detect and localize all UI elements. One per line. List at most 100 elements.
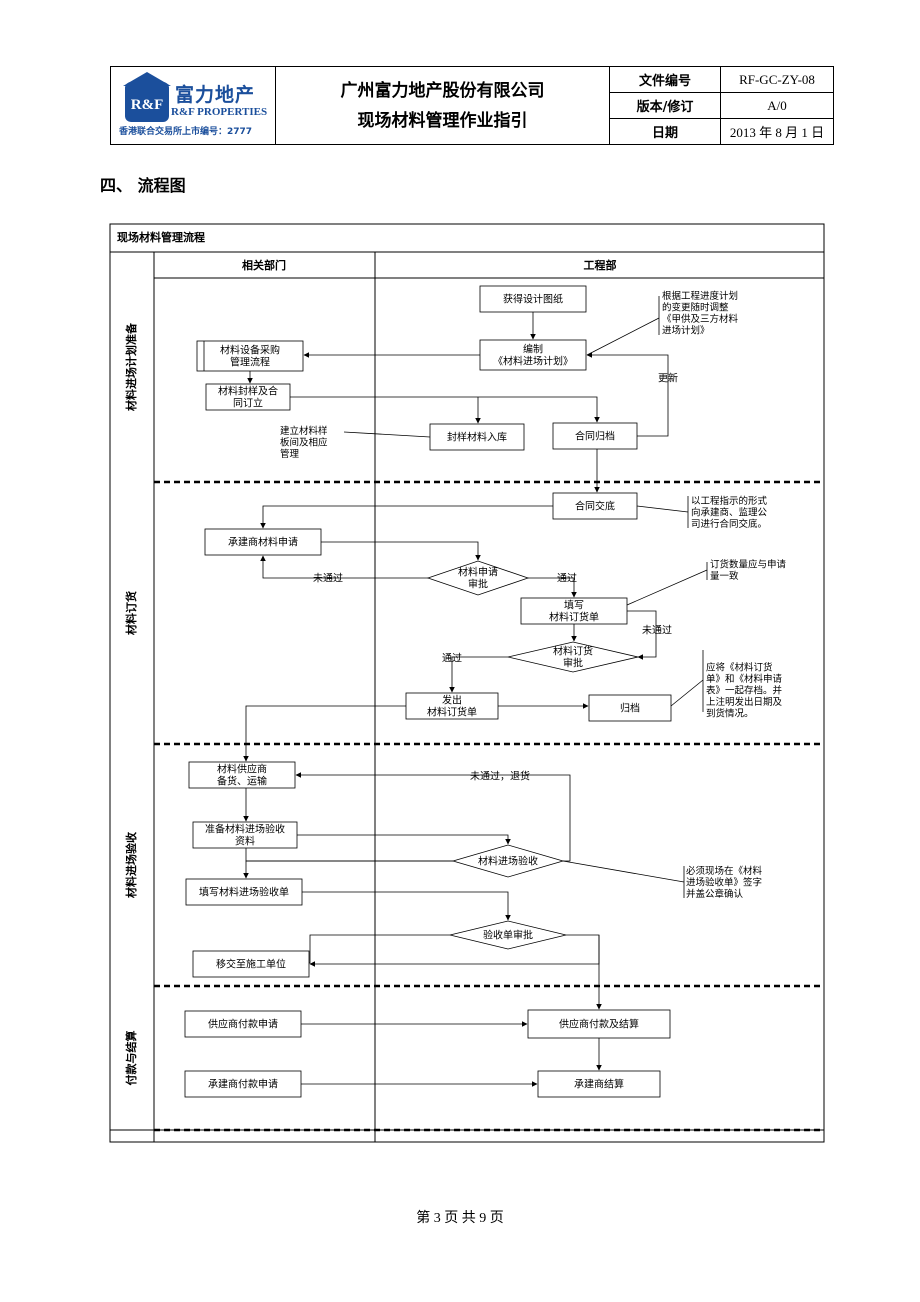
page-footer: 第 3 页 共 9 页 <box>416 1211 504 1226</box>
process-box-label: 供应商付款及结算 <box>559 1018 639 1031</box>
edge-label: 未通过 <box>642 624 672 637</box>
connector-arrow <box>243 705 406 762</box>
logo-company-cn: 富力地产 <box>175 83 256 106</box>
process-box-label: 归档 <box>620 702 640 715</box>
process-box <box>552 422 638 450</box>
note-leader <box>343 431 431 438</box>
meta-label-date: 日期 <box>609 118 721 145</box>
connector-arrow <box>260 555 428 579</box>
process-box-label: 填写材料订货单 <box>549 599 599 624</box>
lane-label: 材料进场验收 <box>124 832 138 898</box>
process-box-label: 发出材料订货单 <box>427 694 477 719</box>
decision-label: 材料订货审批 <box>553 645 593 670</box>
process-box <box>205 383 291 411</box>
process-box-label: 材料供应商备货、运输 <box>217 763 267 788</box>
process-box-label: 承建商付款申请 <box>208 1078 278 1091</box>
document-header: R&F 富力地产 R&F PROPERTIES 香港联合交易所上市编号：2777… <box>110 66 834 145</box>
flowchart-title: 现场材料管理流程 <box>117 230 205 244</box>
annotation-note: 建立材料样板间及相应管理 <box>280 425 328 460</box>
process-box <box>429 423 525 451</box>
decision-label: 验收单审批 <box>483 929 533 942</box>
lane-label: 材料进场计划准备 <box>124 322 138 411</box>
flowchart-frame <box>109 223 825 1143</box>
meta-label-doc-no: 文件编号 <box>609 66 721 93</box>
process-box <box>527 1009 671 1039</box>
process-box <box>188 761 296 789</box>
column-header-related-dept: 相关部门 <box>242 258 286 272</box>
title-company: 广州富力地产股份有限公司 <box>340 80 545 101</box>
logo-stock-code: 香港联合交易所上市编号：2777 <box>119 126 253 137</box>
decision-label: 材料申请审批 <box>458 566 498 591</box>
column-header-engineering: 工程部 <box>584 258 617 272</box>
annotation-note: 根据工程进度计划的变更随时调整《甲供及三方材料进场计划》 <box>662 290 739 337</box>
title-document: 现场材料管理作业指引 <box>357 110 528 131</box>
process-box-label: 材料设备采购管理流程 <box>220 344 280 369</box>
logo-mark: R&F <box>131 97 164 113</box>
section-title: 四、 流程图 <box>100 176 186 195</box>
lane-label: 付款与结算 <box>124 1031 138 1086</box>
annotation-note: 订货数量应与申请量一致 <box>710 559 787 583</box>
process-box-label: 承建商材料申请 <box>228 536 298 549</box>
process-box-label: 移交至施工单位 <box>216 958 286 971</box>
process-box <box>520 597 628 625</box>
process-box <box>184 1010 302 1038</box>
logo-company-en: R&F PROPERTIES <box>171 105 268 118</box>
process-box <box>184 1070 302 1098</box>
note-leader <box>636 505 689 513</box>
edge-label: 通过 <box>442 652 462 665</box>
connector-arrow <box>309 934 450 964</box>
edge-label: 通过 <box>557 572 577 585</box>
connector-arrow <box>309 935 600 967</box>
connector-arrow <box>449 656 508 693</box>
process-box <box>192 821 298 849</box>
connector-arrow <box>302 891 511 921</box>
process-box <box>204 528 322 556</box>
connector-arrow <box>297 834 511 845</box>
process-box-label: 承建商结算 <box>574 1078 624 1091</box>
connector-arrow <box>321 541 481 561</box>
process-box <box>588 694 672 722</box>
connector-arrow <box>566 934 602 1010</box>
connector-arrow <box>528 577 577 598</box>
edge-label: 未通过，退货 <box>470 770 530 783</box>
annotation-note: 应将《材料订货单》和《材料申请表》一起存档。并上注明发出日期及到货情况。 <box>706 661 783 719</box>
meta-value-doc-no: RF-GC-ZY-08 <box>720 66 834 93</box>
connector-arrow <box>627 610 657 660</box>
process-box-label: 合同交底 <box>575 500 615 513</box>
process-box <box>192 950 310 978</box>
logo-cell: R&F 富力地产 R&F PROPERTIES 香港联合交易所上市编号：2777 <box>110 66 276 145</box>
annotation-note: 必须现场在《材料进场验收单》签字并盖公章确认 <box>686 865 763 900</box>
process-box <box>537 1070 661 1098</box>
rf-logo-icon: R&F <box>123 71 171 122</box>
document-title: 广州富力地产股份有限公司 现场材料管理作业指引 <box>275 66 610 145</box>
process-box-label: 合同归档 <box>575 430 615 443</box>
process-box <box>479 285 587 313</box>
note-leader <box>562 860 685 883</box>
process-box <box>479 339 587 371</box>
note-leader <box>670 679 704 707</box>
company-logo: R&F 富力地产 R&F PROPERTIES 香港联合交易所上市编号：2777 <box>111 68 275 144</box>
connector-arrow <box>245 848 453 862</box>
annotation-note: 以工程指示的形式向承建商、监理公司进行合同交底。 <box>691 495 768 530</box>
process-box-label: 获得设计图纸 <box>503 293 563 306</box>
process-box <box>185 878 303 906</box>
note-leader <box>586 317 660 356</box>
meta-value-date: 2013 年 8 月 1 日 <box>720 118 834 145</box>
connector-arrow <box>290 396 600 423</box>
process-box-label: 编制《材料进场计划》 <box>493 343 573 368</box>
connector-arrow <box>260 505 553 529</box>
process-box-label: 封样材料入库 <box>447 431 507 444</box>
edge-label: 更新 <box>658 372 678 385</box>
process-box <box>405 692 499 720</box>
connector-arrow <box>586 352 669 437</box>
meta-label-version: 版本/修订 <box>609 92 721 119</box>
process-box-label: 准备材料进场验收资料 <box>205 823 285 848</box>
process-box-label: 供应商付款申请 <box>208 1018 278 1031</box>
note-leader <box>626 569 708 606</box>
process-box-label: 材料封样及合同订立 <box>218 385 278 410</box>
connector-arrow <box>295 772 571 862</box>
edge-label: 未通过 <box>313 572 343 585</box>
connector-arrow <box>243 860 453 879</box>
decision-label: 材料进场验收 <box>478 855 538 868</box>
